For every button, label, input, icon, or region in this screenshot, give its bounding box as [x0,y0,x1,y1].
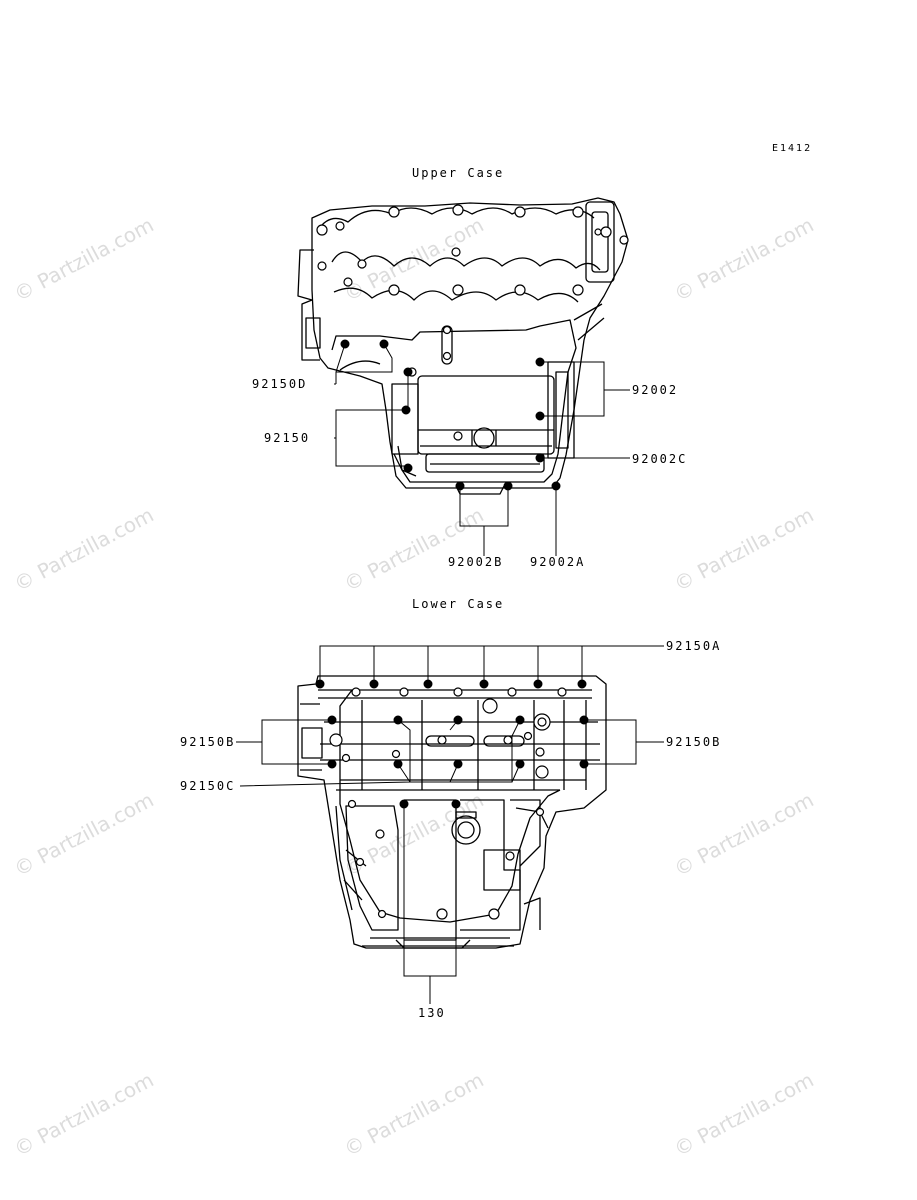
lower-case-title: Lower Case [412,597,505,611]
callout-92150C: 92150C [180,779,236,793]
upper-case-title: Upper Case [412,166,505,180]
callout-92150B-right: 92150B [666,735,722,749]
callout-92150B-left: 92150B [180,735,236,749]
callout-92150D: 92150D [252,377,308,391]
callout-92150: 92150 [264,431,311,445]
callout-130: 130 [418,1006,446,1020]
diagram-code: E1412 [772,143,813,154]
callout-92002B: 92002B [448,555,504,569]
callout-92002C: 92002C [632,452,688,466]
callout-92002: 92002 [632,383,679,397]
callout-92150A: 92150A [666,639,722,653]
callout-92002A: 92002A [530,555,586,569]
